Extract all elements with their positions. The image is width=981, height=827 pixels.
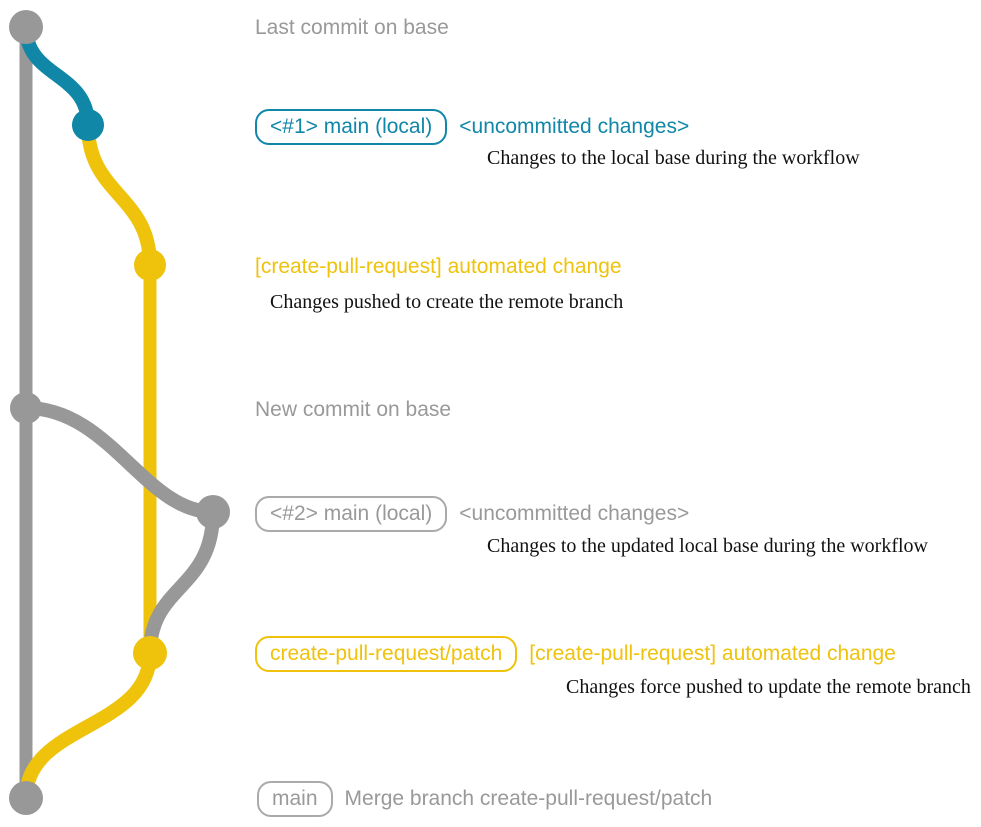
commit-description-local-1: Changes to the local base during the wor… — [487, 147, 860, 169]
commit-node-base-1[interactable] — [9, 10, 43, 44]
edge-base2-to-local2 — [19, 401, 220, 519]
commit-node-base-2[interactable] — [10, 392, 42, 424]
edge-local1-to-patch1 — [81, 118, 157, 272]
edge-patch2-to-base3 — [19, 646, 157, 805]
commit-node-local-1[interactable] — [72, 109, 104, 141]
ref-badge-create-pull-request-patch[interactable]: create-pull-request/patch — [255, 636, 518, 672]
commit-subject-local-2: <uncommitted changes> — [459, 502, 690, 525]
commit-row-local-2: <#2> main (local) <uncommitted changes> — [255, 496, 689, 532]
ref-badge-main[interactable]: main — [257, 781, 333, 817]
commit-description-patch-1: Changes pushed to create the remote bran… — [270, 291, 624, 313]
commit-description-local-2: Changes to the updated local base during… — [487, 535, 928, 557]
commit-row-patch-2: create-pull-request/patch [create-pull-r… — [255, 636, 896, 672]
commit-row-merge: main Merge branch create-pull-request/pa… — [257, 781, 712, 817]
commit-subject-merge: Merge branch create-pull-request/patch — [344, 787, 713, 810]
edge-local2-to-patch2 — [143, 505, 220, 660]
commit-node-patch-2[interactable] — [133, 636, 167, 670]
ref-badge-main-local-1[interactable]: <#1> main (local) — [255, 109, 448, 145]
edge-base1-to-local1 — [19, 20, 95, 132]
ref-badge-main-local-2[interactable]: <#2> main (local) — [255, 496, 448, 532]
commit-node-local-2[interactable] — [196, 495, 230, 529]
commit-description-patch-2: Changes force pushed to update the remot… — [566, 676, 971, 698]
commit-subject-patch-1: [create-pull-request] automated change — [255, 255, 622, 278]
commit-subject-patch-2: [create-pull-request] automated change — [529, 642, 896, 665]
commit-subject-local-1: <uncommitted changes> — [459, 115, 690, 138]
commit-node-patch-1[interactable] — [134, 249, 166, 281]
commit-subject-new-commit-on-base: New commit on base — [255, 398, 452, 421]
commit-node-base-3[interactable] — [9, 781, 43, 815]
commit-row-local-1: <#1> main (local) <uncommitted changes> — [255, 109, 689, 145]
commit-subject-last-commit-on-base: Last commit on base — [255, 16, 449, 39]
